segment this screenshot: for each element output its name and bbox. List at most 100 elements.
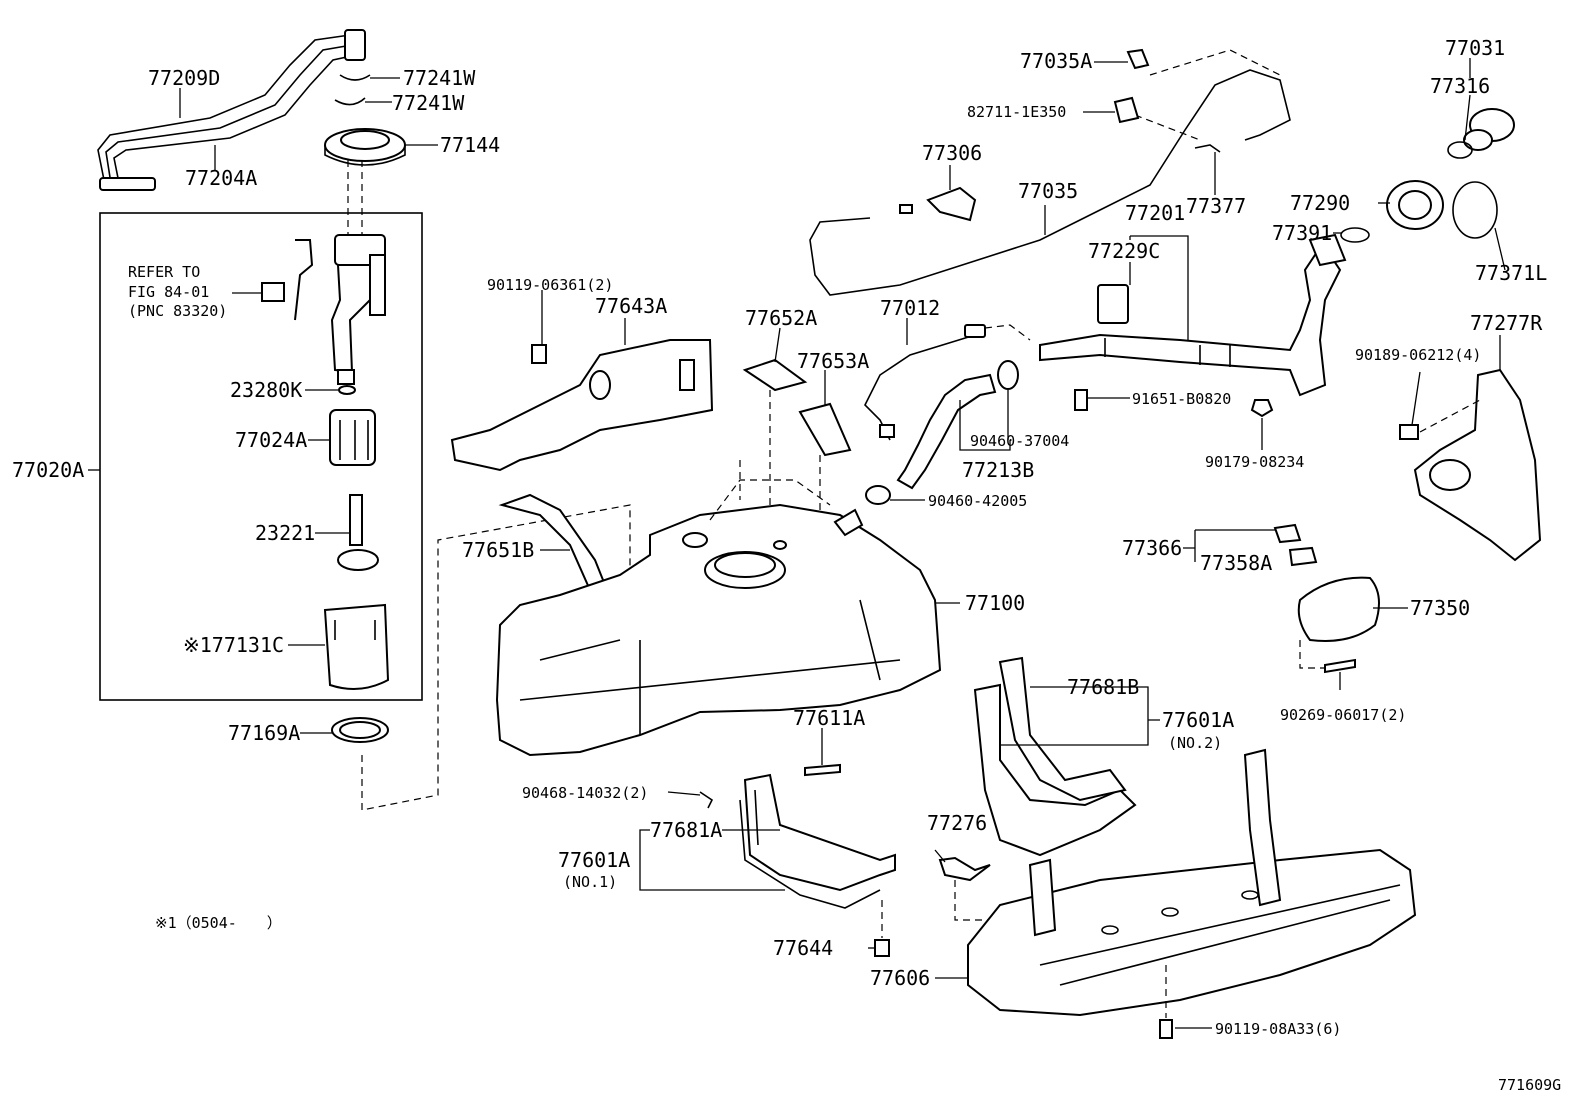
label-77100: 77100 [965, 591, 1025, 615]
fuel-lines-77209d [97, 29, 366, 191]
footnote: ※1（0504- ） [155, 914, 282, 932]
label-77652a: 77652A [745, 306, 817, 330]
label-77241w-b: 77241W [392, 91, 465, 115]
label-77316: 77316 [1430, 74, 1490, 98]
retainer-ring-77144 [324, 128, 406, 166]
label-77681a: 77681A [650, 818, 722, 842]
clamp-90460-37004 [997, 360, 1019, 390]
label-77209d: 77209D [148, 66, 220, 90]
label-90269: 90269-06017(2) [1280, 706, 1406, 724]
label-77366: 77366 [1122, 536, 1182, 560]
label-77651b: 77651B [462, 538, 534, 562]
bolt-77611a [804, 763, 841, 777]
label-23280k: 23280K [230, 378, 302, 402]
part-labels: 77209D 77204A 77241W 77241W 77144 REFER … [12, 36, 1561, 1094]
nut-90179 [1250, 399, 1274, 418]
label-77371l: 77371L [1475, 261, 1547, 285]
strap-77601a-no2 [973, 683, 1137, 857]
bracket-77229c [1097, 284, 1129, 324]
protector-77606 [967, 748, 1417, 1017]
label-77241w-a: 77241W [403, 66, 476, 90]
bracket-77681a [743, 773, 896, 892]
figure-code: 771609G [1498, 1076, 1561, 1094]
gasket-77391 [1340, 227, 1370, 243]
clip-77035a [1126, 48, 1150, 70]
label-23221: 23221 [255, 521, 315, 545]
label-77169a: 77169A [228, 721, 300, 745]
fuel-lid-77350 [1297, 576, 1380, 642]
label-77229c: 77229C [1088, 239, 1160, 263]
refer-note-line1: REFER TO [128, 263, 200, 281]
refer-note-line2: FIG 84-01 [128, 283, 209, 301]
clamp-77377 [1194, 144, 1221, 153]
label-77131c: ※177131C [183, 633, 284, 657]
clip-90468 [699, 791, 714, 809]
label-77204a: 77204A [185, 166, 257, 190]
clip-77358a [1288, 546, 1318, 567]
gasket-77371l [1452, 181, 1498, 239]
label-77201: 77201 [1125, 201, 1185, 225]
pump-assembly-box [99, 212, 423, 701]
label-77035: 77035 [1018, 179, 1078, 203]
label-77144: 77144 [440, 133, 500, 157]
clamp-90460-42005 [865, 485, 891, 505]
fuel-pump-module [261, 234, 386, 385]
label-77653a: 77653A [797, 349, 869, 373]
pad-77652a [742, 358, 808, 392]
filter-77024a [329, 409, 376, 466]
bolt-90119-08a33 [1159, 1019, 1173, 1039]
breather-tube-77012 [864, 324, 986, 441]
label-77601a-no1: 77601A [558, 848, 630, 872]
gasket-77169a [331, 717, 389, 743]
oring-23280k [338, 385, 356, 395]
label-77277r: 77277R [1470, 311, 1543, 335]
bolt-91651 [1074, 389, 1088, 411]
bolt-90119-06361 [531, 344, 547, 364]
clip-82711 [1113, 96, 1140, 124]
screw-90189 [1399, 424, 1419, 440]
label-77681b: 77681B [1067, 675, 1139, 699]
label-90460-42005: 90460-42005 [928, 492, 1027, 510]
label-90468: 90468-14032(2) [522, 784, 648, 802]
ring-77316 [1447, 141, 1473, 159]
label-91651: 91651-B0820 [1132, 390, 1231, 408]
label-90179: 90179-08234 [1205, 453, 1304, 471]
leader-lines [88, 58, 1506, 1029]
label-77601a-no1-sub: (NO.1) [563, 873, 617, 891]
refer-note-line3: (PNC 83320) [128, 302, 227, 320]
screw-90269 [1324, 658, 1356, 674]
label-77012: 77012 [880, 296, 940, 320]
cable-77035 [809, 69, 1291, 296]
label-77611a: 77611A [793, 706, 865, 730]
strap-77601a-no1 [739, 799, 881, 909]
pad-77653a [798, 402, 852, 457]
label-77276: 77276 [927, 811, 987, 835]
label-77031: 77031 [1445, 36, 1505, 60]
label-82711: 82711-1E350 [967, 103, 1066, 121]
bracket-77306 [926, 186, 977, 222]
label-90119-08a33: 90119-08A33(6) [1215, 1020, 1341, 1038]
gauge-23221 [337, 494, 379, 571]
label-77350: 77350 [1410, 596, 1470, 620]
label-77377: 77377 [1186, 194, 1246, 218]
label-77213b: 77213B [962, 458, 1034, 482]
clip-77241w [334, 74, 371, 106]
label-90119-06361: 90119-06361(2) [487, 276, 613, 294]
label-90460-37004: 90460-37004 [970, 432, 1069, 450]
label-77290: 77290 [1290, 191, 1350, 215]
inlet-77290 [1386, 180, 1444, 230]
label-77306: 77306 [922, 141, 982, 165]
hose-77213b [896, 373, 997, 490]
label-77391: 77391 [1272, 221, 1332, 245]
bolt-77644 [874, 939, 890, 957]
label-90189: 90189-06212(4) [1355, 346, 1481, 364]
label-77024a: 77024A [235, 428, 307, 452]
housing-77277r [1413, 368, 1542, 562]
label-77644: 77644 [773, 936, 833, 960]
label-77601a-no2-sub: (NO.2) [1168, 734, 1222, 752]
label-77643a: 77643A [595, 294, 667, 318]
label-77035a: 77035A [1020, 49, 1092, 73]
clip-77366 [1273, 523, 1302, 544]
bracket-77276 [938, 856, 991, 882]
